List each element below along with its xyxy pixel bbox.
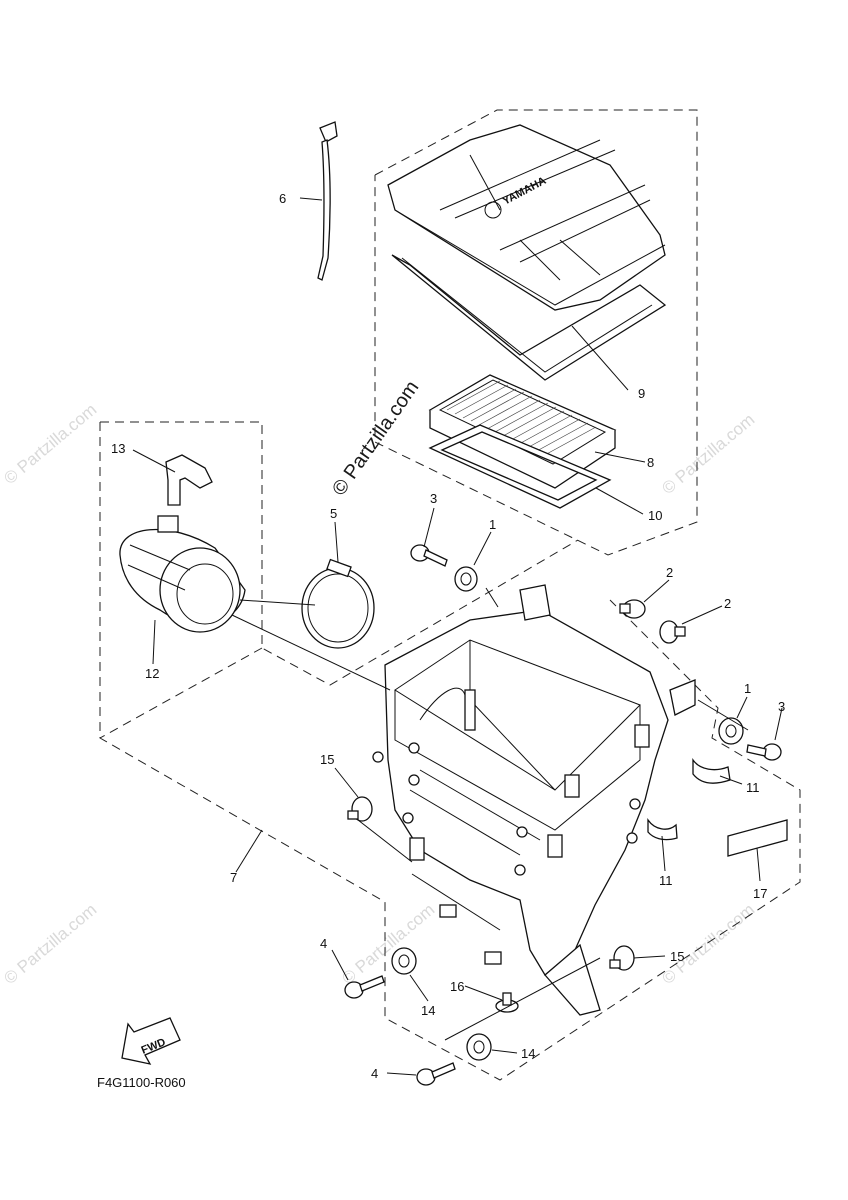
collar-part-2-a [619,599,646,619]
hose-clamp-part-5 [301,558,375,649]
callout-9: 9 [638,386,645,401]
callout-3-right: 3 [778,699,785,714]
dashed-outlines [99,109,801,1081]
watermark-left-top: © Partzilla.com [0,400,100,488]
callout-14-lower: 14 [521,1046,535,1061]
drain-plug-part-16 [495,992,519,1013]
intake-duct-part-12 [119,515,246,633]
cable-tie-part-6 [317,121,338,281]
grommet-part-14-lower [466,1033,492,1061]
bolt-part-3-right [746,743,782,761]
callout-15-right: 15 [670,949,684,964]
filter-pleats [446,380,597,457]
outline-join [99,647,263,739]
callout-1-upper: 1 [489,517,496,532]
watermark-right-top: © Partzilla.com [658,410,758,498]
callout-4-upper: 4 [320,936,327,951]
elbow-fitting-part-13 [165,454,213,506]
grommet-part-1-upper [454,566,478,592]
callout-11-lower: 11 [659,873,673,888]
watermark-left-bottom: © Partzilla.com [0,900,100,988]
main-box-outline [99,422,801,1081]
callout-17: 17 [753,886,767,901]
callout-12: 12 [145,666,159,681]
callout-8: 8 [647,455,654,470]
watermark-right-bottom: © Partzilla.com [658,900,758,988]
clip-part-11-upper [692,757,731,784]
collar-part-15-left [347,796,373,822]
label-part-17 [727,819,788,857]
callout-3-upper: 3 [430,491,437,506]
callout-16: 16 [450,979,464,994]
air-box-part-7 [372,584,696,1016]
watermark-center: © Partzilla.com [328,377,423,500]
grommet-part-1-right [718,717,744,745]
watermark-mid-bottom: © Partzilla.com [338,900,438,988]
collar-part-15-right [609,945,635,971]
top-assembly-outline [374,109,698,556]
callout-labels: 6 9 8 10 13 12 5 3 1 2 2 1 3 11 11 17 15… [111,191,785,1081]
left-assembly-outline [100,421,579,686]
callout-15-left: 15 [320,752,334,767]
yamaha-emblem-icon [484,201,502,219]
air-box-cover-part-9: YAMAHA [387,124,667,381]
callout-6: 6 [279,191,286,206]
callout-10: 10 [648,508,662,523]
callout-1-right: 1 [744,681,751,696]
callout-13: 13 [111,441,125,456]
bolt-part-3-upper [410,544,448,567]
callout-7: 7 [230,870,237,885]
bolt-part-4-upper [344,975,385,999]
callout-2-a: 2 [666,565,673,580]
callout-4-lower: 4 [371,1066,378,1081]
callout-11-upper: 11 [746,780,760,795]
collar-part-2-b [659,620,686,644]
callout-2-b: 2 [724,596,731,611]
drawing-code: F4G1100-R060 [97,1075,186,1090]
forward-arrow-icon: FWD [121,1017,181,1065]
callout-5: 5 [330,506,337,521]
callout-14-upper: 14 [421,1003,435,1018]
bolt-part-4-lower [416,1062,456,1086]
leader-lines [132,197,783,1076]
filter-seal-part-10 [428,424,612,509]
clip-part-11-lower [647,817,678,841]
grommet-part-14-upper [391,947,417,975]
